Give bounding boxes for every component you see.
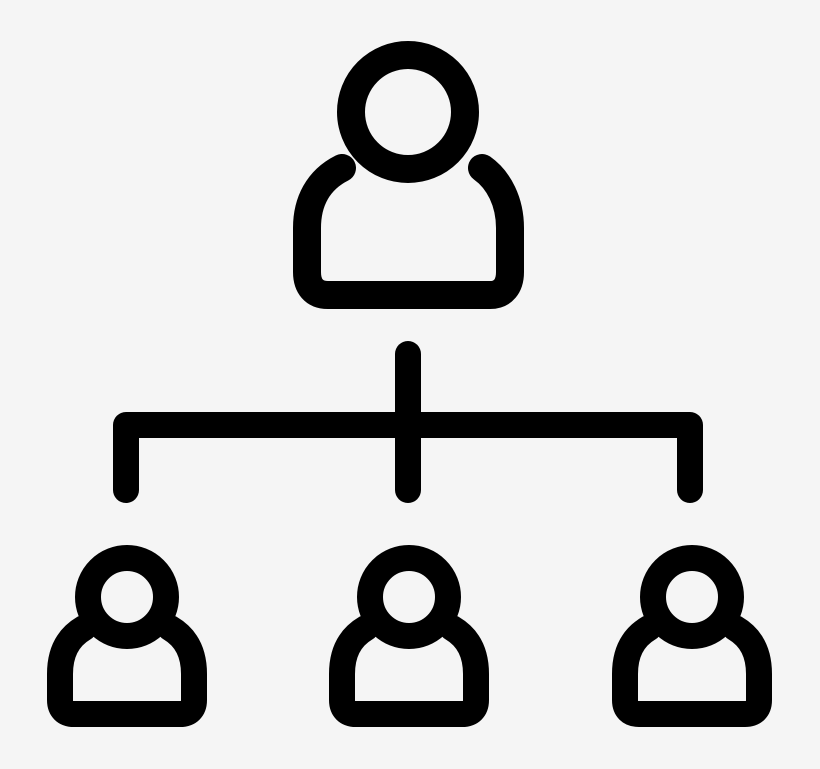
bottom-person-right-icon [612,545,772,727]
bottom-right-body [612,615,772,727]
bottom-person-left-icon [47,545,207,727]
connector-lines [113,341,703,503]
top-person-head [337,41,479,183]
bottom-left-head [75,545,179,649]
top-person-icon [293,41,524,309]
bottom-center-body [329,615,489,727]
bottom-right-head [640,545,744,649]
bottom-left-body [47,615,207,727]
bottom-center-head [357,545,461,649]
bottom-person-center-icon [329,545,489,727]
connector-horizontal [113,412,703,503]
top-person-body [293,154,524,309]
